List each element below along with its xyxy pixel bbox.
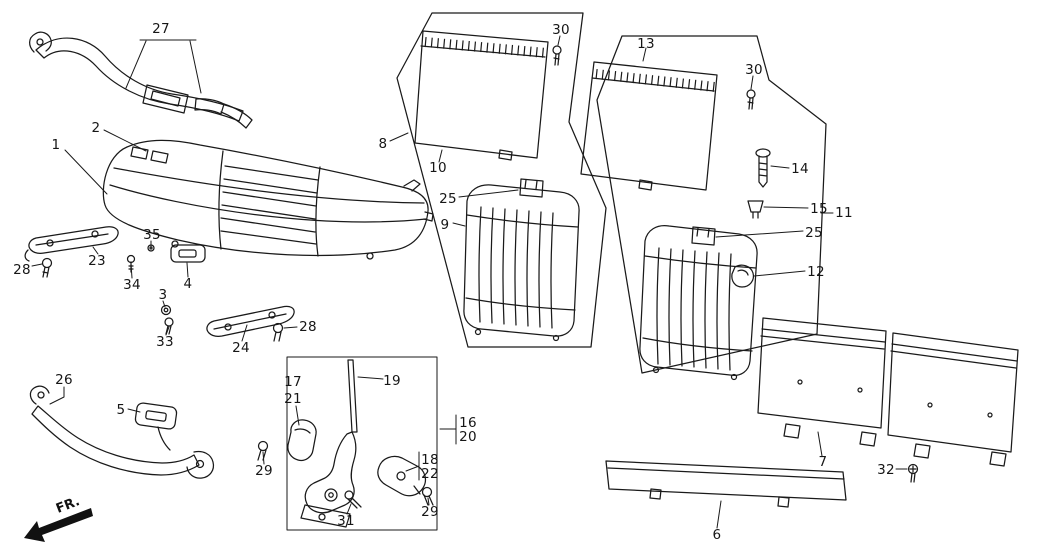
part-callout-8: 8	[378, 136, 388, 152]
bolt-33	[164, 317, 174, 327]
part-callout-3: 3	[158, 287, 168, 303]
part-callout-26: 26	[55, 372, 73, 388]
part-callout-18: 18	[421, 452, 439, 468]
part-callout-11: 11	[835, 205, 853, 221]
part-callout-2: 2	[91, 120, 101, 136]
headrest-bracket-25-right	[691, 226, 716, 246]
part-callout-10: 10	[429, 160, 447, 176]
shelf-board-outline	[605, 460, 847, 501]
shelf-trim-10	[414, 30, 549, 159]
part-callout-32: 32	[877, 462, 895, 478]
leader-lines	[31, 35, 908, 529]
part-callout-25: 25	[439, 191, 457, 207]
rear-bulkhead-drawing	[757, 317, 1019, 483]
part-callout-29: 29	[255, 463, 273, 479]
part-callout-25: 25	[805, 225, 823, 241]
seatbelt-lower-drawing	[29, 385, 215, 479]
belt-tongue	[194, 98, 225, 115]
part-callout-13: 13	[637, 36, 655, 52]
part-callout-28: 28	[13, 262, 31, 278]
bolt-28-right	[272, 322, 284, 334]
part-callout-30: 30	[745, 62, 763, 78]
part-callout-27: 27	[152, 21, 170, 37]
part-callout-16: 16	[459, 415, 477, 431]
part-callout-14: 14	[791, 161, 809, 177]
hinge-assembly-drawing	[257, 356, 438, 531]
seatback-left-outline	[463, 184, 580, 337]
belt-webbing	[35, 37, 244, 122]
part-callout-17: 17	[284, 374, 302, 390]
part-callout-24: 24	[232, 340, 250, 356]
rail-left-drawing	[24, 226, 119, 262]
part-callout-31: 31	[337, 513, 355, 529]
belt-buckle	[142, 84, 189, 114]
panel-boundary-11	[596, 35, 827, 374]
part-callout-1: 1	[51, 137, 61, 153]
seatback-right-outline	[639, 224, 758, 377]
part-callout-4: 4	[183, 276, 193, 292]
hinge-group-box	[286, 356, 438, 531]
buckle-5	[134, 402, 178, 430]
bolt-29-right	[421, 486, 433, 498]
hinge-base-plate	[300, 504, 351, 528]
part-callout-33: 33	[156, 334, 174, 350]
rail-right-drawing	[206, 305, 295, 337]
shelf-trim-13	[580, 61, 718, 191]
part-callout-22: 22	[421, 466, 439, 482]
cushion-outline	[102, 139, 429, 257]
part-callout-29: 29	[421, 504, 439, 520]
part-callout-23: 23	[88, 253, 106, 269]
bolt-31	[344, 490, 354, 500]
bolt-29-left	[257, 440, 269, 452]
part-callout-20: 20	[459, 429, 477, 445]
part-callout-19: 19	[383, 373, 401, 389]
fr-arrow-shape	[24, 508, 93, 542]
pivot-rod	[347, 359, 358, 433]
seatbelt-upper-drawing	[29, 31, 253, 129]
part-callout-5: 5	[116, 402, 126, 418]
bulkhead-panel-right	[887, 332, 1019, 453]
part-callout-30: 30	[552, 22, 570, 38]
fr-arrow: FR.	[24, 494, 93, 542]
hinge-bracket-18	[377, 455, 427, 497]
bulkhead-panel-left	[757, 317, 887, 429]
strap-12	[731, 264, 755, 288]
part-callout-34: 34	[123, 277, 141, 293]
belt-slot	[130, 146, 149, 160]
belt-slot	[150, 150, 169, 164]
bolt-30-right	[746, 89, 756, 99]
part-callout-6: 6	[712, 527, 722, 543]
part-callout-7: 7	[818, 454, 828, 470]
bolt-30-left	[552, 45, 562, 55]
clip-15	[747, 200, 764, 219]
part-callout-28: 28	[299, 319, 317, 335]
belt-anchor-hook	[29, 31, 52, 53]
part-callout-12: 12	[807, 264, 825, 280]
belt-webbing	[31, 405, 200, 476]
seat-cushion-drawing	[102, 139, 434, 260]
part-callout-9: 9	[440, 217, 450, 233]
shelf-board-drawing	[605, 460, 847, 508]
center-panel-group-drawing	[396, 12, 607, 348]
bracket-4	[170, 244, 206, 263]
bolt-28-left	[41, 257, 53, 269]
screw-32	[907, 463, 919, 475]
bolt-14	[755, 148, 771, 158]
hinge-cover-17	[287, 419, 317, 462]
headrest-bracket-25-center	[519, 178, 544, 198]
grommet-3	[160, 304, 172, 316]
part-callout-15: 15	[810, 201, 828, 217]
panel-boundary-8	[396, 12, 607, 348]
part-callout-35: 35	[143, 227, 161, 243]
right-panel-group-drawing	[580, 35, 827, 381]
part-callout-21: 21	[284, 391, 302, 407]
hinge-lever-19	[304, 431, 357, 514]
